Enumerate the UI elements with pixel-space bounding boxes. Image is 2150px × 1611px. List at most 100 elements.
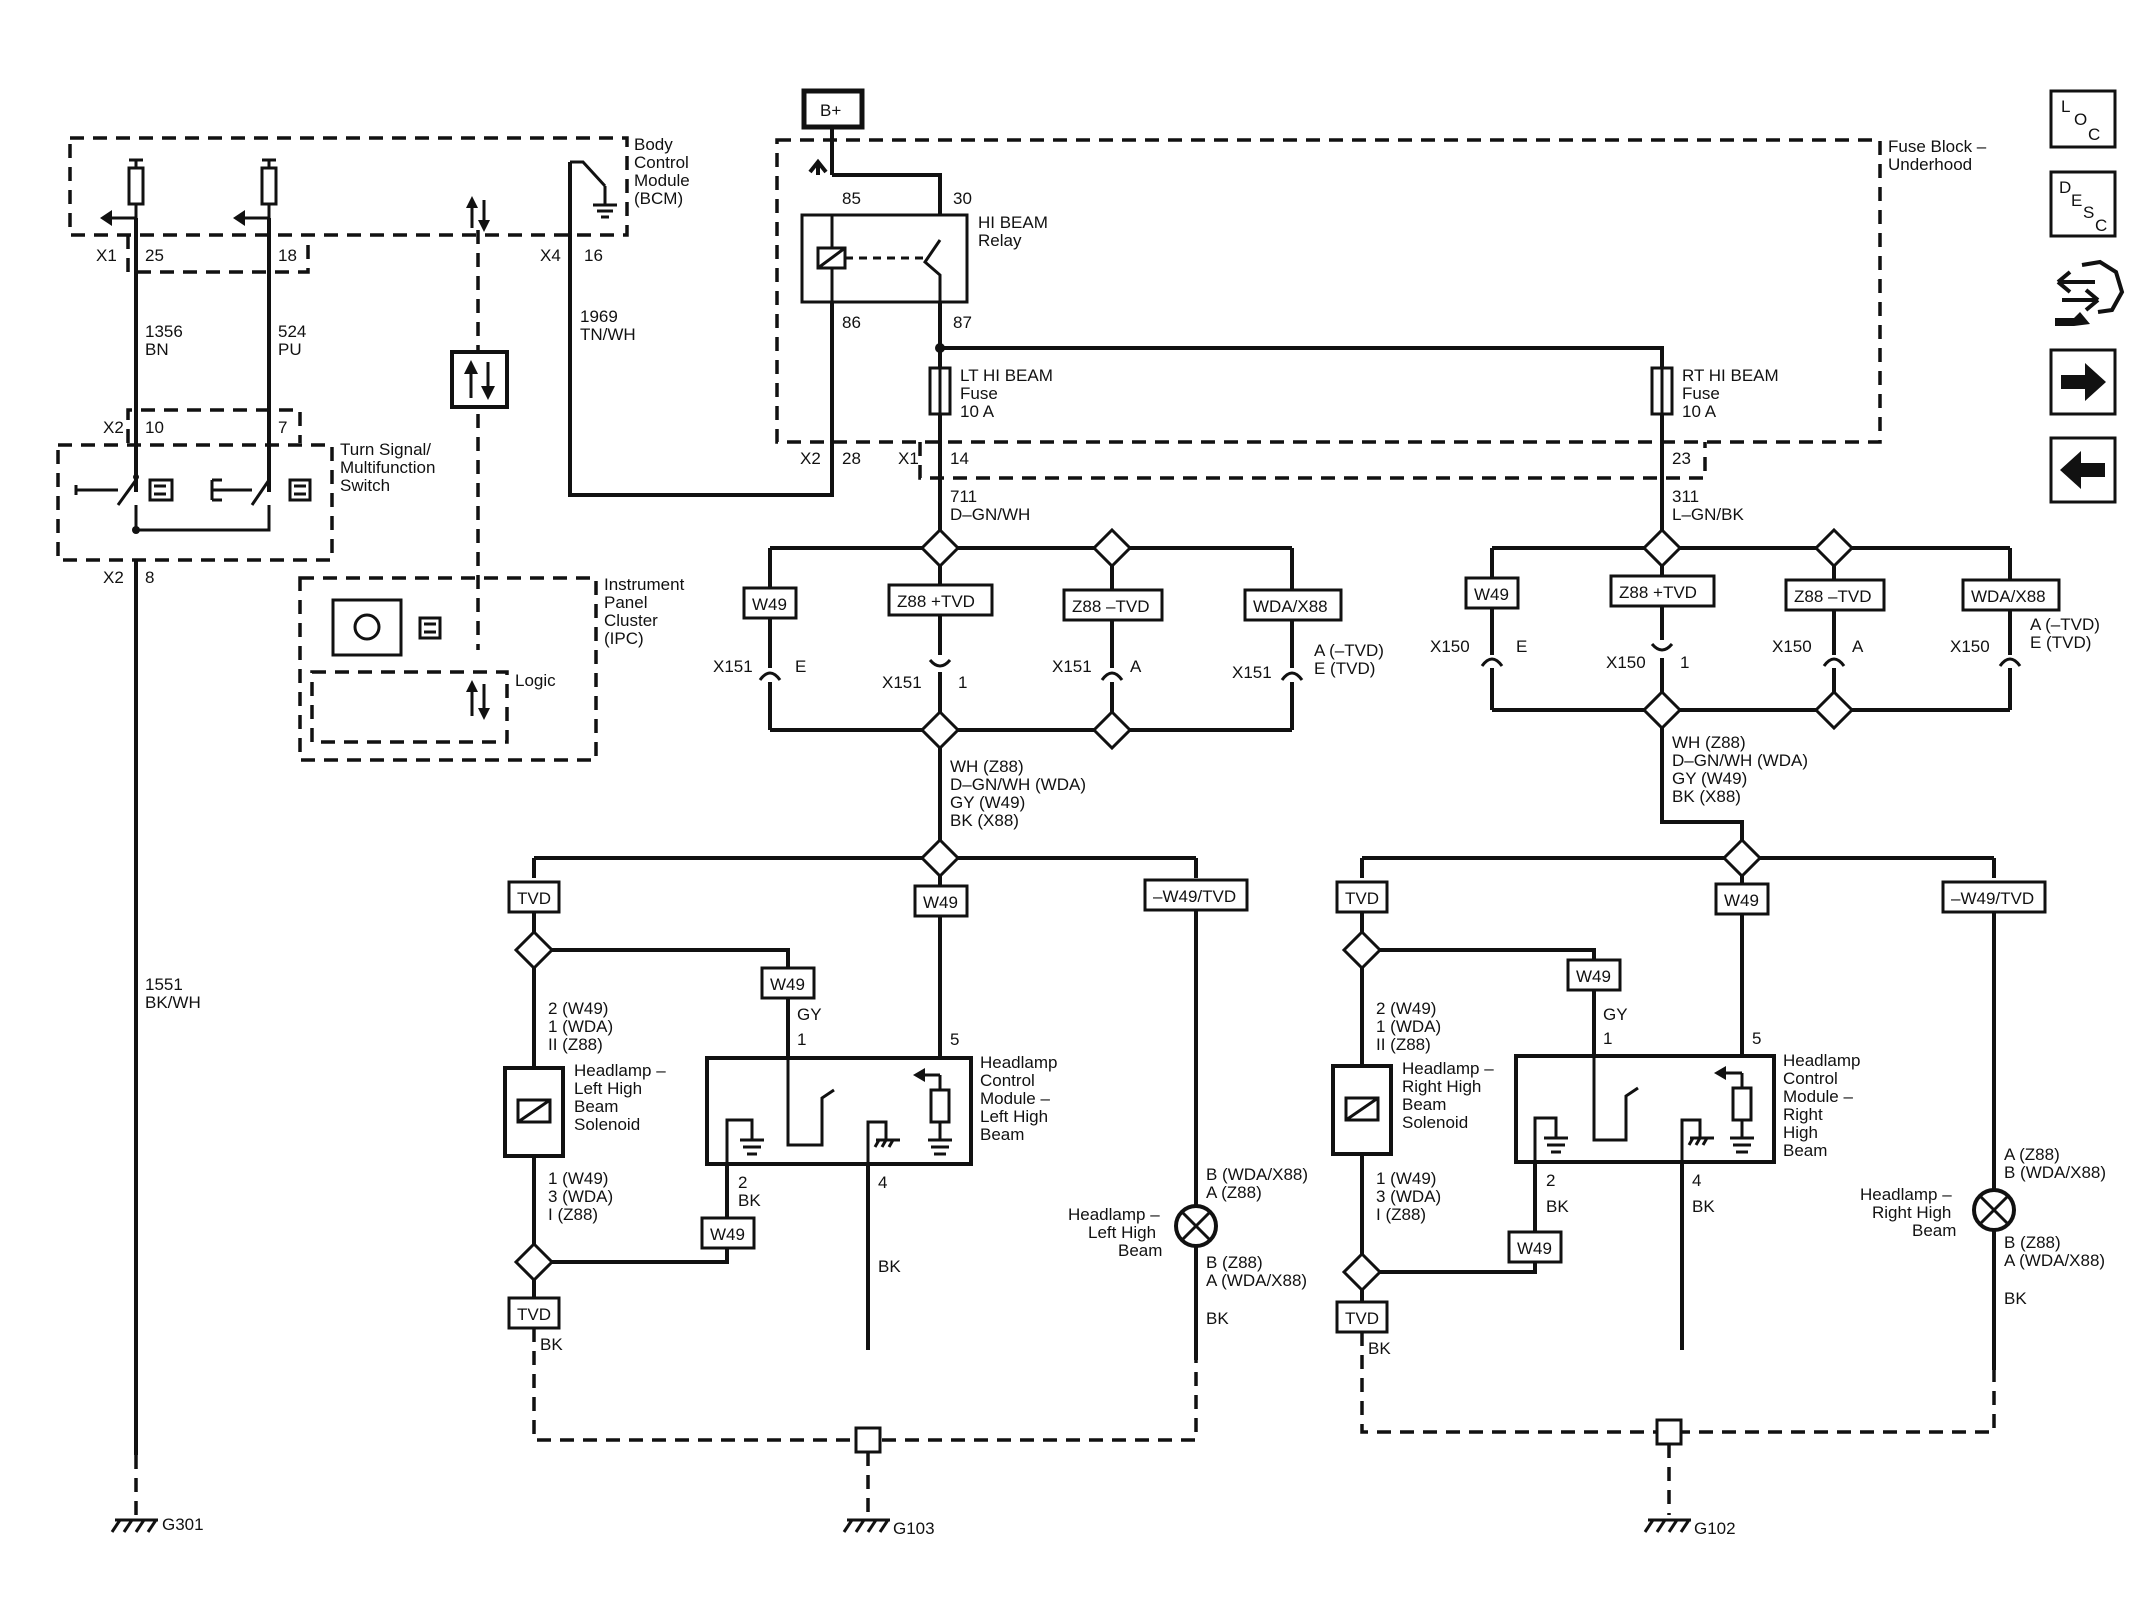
diagram-label: Fuse Block –	[1888, 137, 1987, 156]
diagram-label: W49	[1474, 585, 1509, 604]
diagram-label: BK	[1692, 1197, 1715, 1216]
connector-icon[interactable]	[2055, 259, 2125, 326]
diagram-label: W49	[770, 975, 805, 994]
diagram-label: Headlamp –	[1860, 1185, 1952, 1204]
diagram-label: –W49/TVD	[1153, 887, 1236, 906]
diagram-label: C	[2095, 216, 2107, 235]
instrument-panel-cluster: Logic Instrument Panel Cluster (IPC)	[298, 575, 685, 762]
diagram-label: Control	[1783, 1069, 1838, 1088]
diagram-label: 1551	[145, 975, 183, 994]
diagram-label: 23	[1672, 449, 1691, 468]
indicator-led-icon	[353, 613, 381, 641]
diagram-label: 3 (WDA)	[1376, 1187, 1441, 1206]
diagram-label: Beam	[1118, 1241, 1162, 1260]
diagram-label: BK	[738, 1191, 761, 1210]
loc-button[interactable]: L O C	[2049, 89, 2117, 149]
diagram-label: A (WDA/X88)	[1206, 1271, 1307, 1290]
diagram-label: BK	[1546, 1197, 1569, 1216]
diagram-label: Switch	[340, 476, 390, 495]
diagram-label: Right	[1783, 1105, 1823, 1124]
diagram-label: –W49/TVD	[1951, 889, 2034, 908]
diagram-label: 8	[145, 568, 154, 587]
diagram-label: A (–TVD)	[1314, 641, 1384, 660]
diagram-label: 16	[584, 246, 603, 265]
diagram-label: G301	[162, 1515, 204, 1534]
diagram-label: L–GN/BK	[1672, 505, 1744, 524]
diagram-label: X1	[96, 246, 117, 265]
diagram-label: Solenoid	[1402, 1113, 1468, 1132]
diagram-label: 524	[278, 322, 306, 341]
diagram-label: Panel	[604, 593, 647, 612]
back-arrow-button[interactable]	[2049, 436, 2117, 504]
diagram-label: X150	[1950, 637, 1990, 656]
diagram-label: GY	[1603, 1005, 1628, 1024]
diagram-label: 28	[842, 449, 861, 468]
diagram-label: W49	[923, 893, 958, 912]
diagram-label: X2	[800, 449, 821, 468]
rt-headlamp-circuit: TVD W49 –W49/TVD W49 2 (W49) 1 (WDA) II …	[1331, 837, 2106, 1538]
diagram-label: WDA/X88	[1971, 587, 2046, 606]
diagram-label: 30	[953, 189, 972, 208]
diagram-label: WH (Z88)	[950, 757, 1024, 776]
diagram-label: BN	[145, 340, 169, 359]
diagram-label: X151	[1052, 657, 1092, 676]
connector-icon	[1998, 657, 2022, 667]
diagram-label: TVD	[1345, 889, 1379, 908]
diagram-label: TVD	[1345, 1309, 1379, 1328]
diagram-label: 10 A	[960, 402, 995, 421]
output-arrow-icon	[100, 210, 112, 226]
diagram-label: Z88 +TVD	[897, 592, 975, 611]
diagram-label: Module –	[1783, 1087, 1853, 1106]
diagram-label: 7	[278, 418, 287, 437]
diagram-label: 5	[1752, 1029, 1761, 1048]
connector-icon	[1480, 657, 1504, 667]
diagram-label: (IPC)	[604, 629, 644, 648]
diagram-label: I (Z88)	[548, 1205, 598, 1224]
diagram-label: BK	[540, 1335, 563, 1354]
diagram-label: LT HI BEAM	[960, 366, 1053, 385]
diagram-label: W49	[710, 1225, 745, 1244]
diagram-label: 1 (WDA)	[548, 1017, 613, 1036]
diagram-label: 2	[1546, 1171, 1555, 1190]
diagram-label: X1	[898, 449, 919, 468]
diagram-label: Logic	[515, 671, 556, 690]
diagram-label: Instrument	[604, 575, 685, 594]
desc-button[interactable]: D E S C	[2049, 170, 2117, 238]
rt-hi-beam-fuse: RT HI BEAM Fuse 10 A	[1650, 366, 1779, 421]
diagram-label: S	[2083, 203, 2094, 222]
forward-arrow-button[interactable]	[2049, 348, 2117, 416]
diagram-label: W49	[1517, 1239, 1552, 1258]
diagram-label: Relay	[978, 231, 1022, 250]
diagram-label: D	[2059, 178, 2071, 197]
diagram-label: 1	[958, 673, 967, 692]
diagram-label: Cluster	[604, 611, 658, 630]
diagram-label: BK (X88)	[1672, 787, 1741, 806]
diagram-label: TVD	[517, 1305, 551, 1324]
diagram-label: Headlamp –	[1068, 1205, 1160, 1224]
diagram-label: Headlamp –	[574, 1061, 666, 1080]
diagram-label: Beam	[574, 1097, 618, 1116]
connector-icon	[1822, 657, 1846, 667]
diagram-label: E (TVD)	[1314, 659, 1375, 678]
diagram-label: 1 (W49)	[548, 1169, 608, 1188]
diagram-label: C	[2088, 125, 2100, 144]
diagram-label: 5	[950, 1030, 959, 1049]
diagram-label: Headlamp –	[1402, 1059, 1494, 1078]
diagram-label: 14	[950, 449, 969, 468]
flash-to-pass-icon	[210, 478, 222, 502]
diagram-label: 4	[878, 1173, 887, 1192]
b-plus-terminal: B+	[801, 88, 865, 130]
diagram-label: A	[1130, 657, 1142, 676]
diagram-label: 1	[1603, 1029, 1612, 1048]
connector-icon	[1650, 642, 1674, 652]
diagram-label: B (WDA/X88)	[1206, 1165, 1308, 1184]
diagram-label: Control	[634, 153, 689, 172]
diagram-label: GY (W49)	[1672, 769, 1747, 788]
diagram-label: 4	[1692, 1171, 1701, 1190]
diagram-label: WH (Z88)	[1672, 733, 1746, 752]
diagram-label: Multifunction	[340, 458, 435, 477]
diagram-label: X150	[1772, 637, 1812, 656]
diagram-label: Z88 –TVD	[1794, 587, 1871, 606]
diagram-label: 18	[278, 246, 297, 265]
